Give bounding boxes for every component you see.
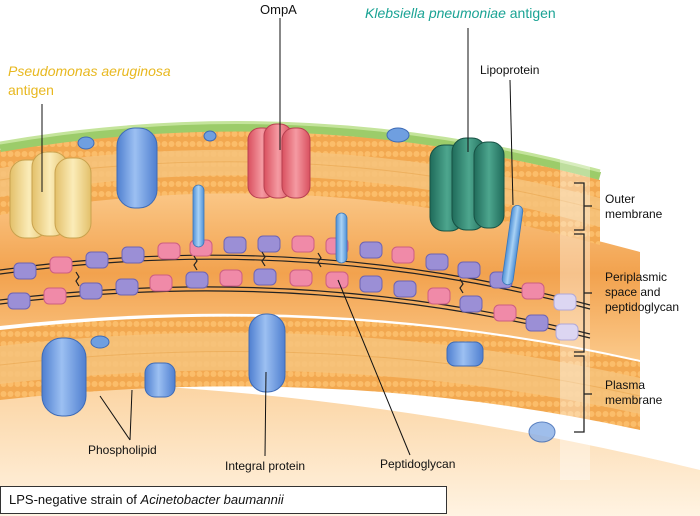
layer-brackets [574, 182, 592, 433]
leader-lines [41, 18, 514, 457]
pseudomonas-species-name: Pseudomonas aeruginosa [8, 63, 171, 79]
lipoprotein-pillars [192, 184, 524, 286]
klebsiella-antigen-label: Klebsiella pneumoniae antigen [365, 5, 556, 21]
caption-species: Acinetobacter baumannii [140, 492, 284, 507]
lipoprotein-label: Lipoprotein [480, 63, 540, 77]
caption-prefix: LPS-negative strain of [9, 492, 141, 507]
phospholipid-label: Phospholipid [88, 443, 157, 457]
small-surface-blobs [77, 127, 410, 150]
lipoprotein [501, 205, 524, 286]
klebsiella-antigen-word: antigen [505, 5, 556, 21]
ompa-label: OmpA [260, 2, 297, 17]
blue-outer-protein [116, 127, 158, 209]
caption: LPS-negative strain of Acinetobacter bau… [0, 486, 447, 514]
periplasmic-label: Periplasmic space and peptidoglycan [605, 270, 680, 314]
plasma-membrane-proteins [41, 313, 556, 443]
plasma-membrane-label: Plasma membrane [605, 378, 663, 407]
integral-protein [248, 313, 286, 393]
peptidoglycan-label: Peptidoglycan [380, 457, 456, 471]
integral-protein-label: Integral protein [225, 459, 306, 473]
outer-membrane-label: Outer membrane [605, 192, 663, 221]
klebsiella-species-name: Klebsiella pneumoniae [365, 5, 506, 21]
pseudomonas-antigen-label: Pseudomonas aeruginosa antigen [8, 62, 171, 100]
klebsiella-antigen-protein [429, 137, 505, 232]
pseudomonas-antigen-protein [9, 151, 92, 239]
ompa-protein [247, 123, 311, 199]
pseudomonas-antigen-word: antigen [8, 82, 54, 98]
